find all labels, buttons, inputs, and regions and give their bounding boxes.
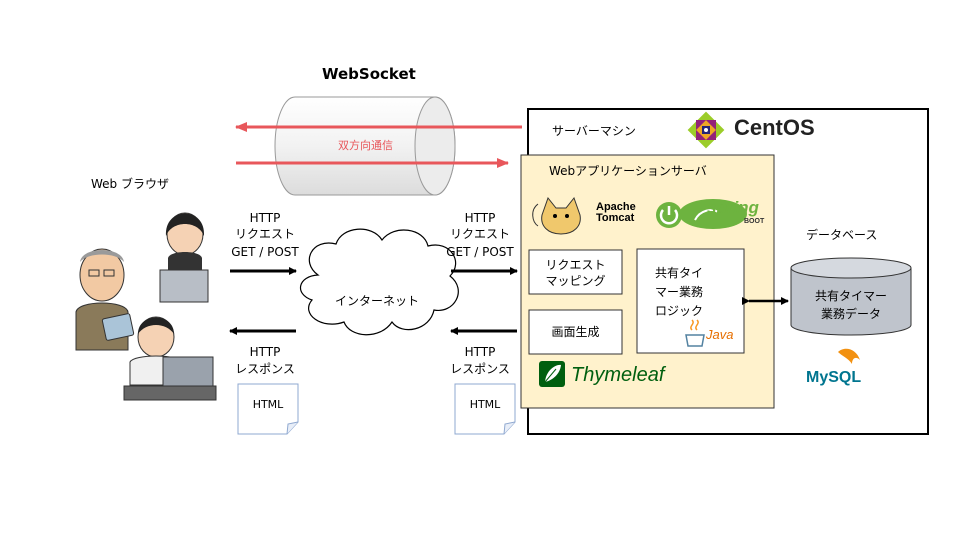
right-request-label: リクエスト: [449, 227, 510, 241]
websocket-title: WebSocket: [322, 65, 416, 83]
screen-generation-box: [528, 309, 623, 355]
right-request-http: HTTP: [464, 211, 496, 225]
java-logo-text: Java: [706, 327, 734, 342]
centos-logo-text: CentOS: [734, 115, 815, 140]
request-mapping-line2: マッピング: [545, 274, 606, 288]
left-response-http: HTTP: [249, 345, 281, 359]
thymeleaf-logo-icon: [539, 361, 565, 387]
man-laptop-illustration: [123, 316, 217, 401]
database-line2: 業務データ: [820, 307, 881, 321]
thymeleaf-logo-text: Thymeleaf: [571, 364, 665, 386]
right-response-http: HTTP: [464, 345, 496, 359]
right-html-label: HTML: [469, 398, 501, 411]
request-mapping-box: [528, 249, 623, 295]
woman-laptop-illustration: [159, 212, 209, 303]
web-browser-label: Web ブラウザ: [91, 177, 169, 191]
java-logo-icon: [685, 319, 705, 347]
left-request-label: リクエスト: [234, 227, 295, 241]
right-request-method: GET / POST: [446, 245, 514, 259]
right-html-document-icon: [454, 383, 516, 435]
elderly-man-tablet-illustration: [75, 248, 135, 351]
spring-logo-icon: [656, 199, 747, 229]
left-response-label: レスポンス: [235, 362, 295, 376]
database-line1: 共有タイマー: [814, 289, 887, 303]
internet-label: インターネット: [334, 294, 419, 308]
tomcat-logo-icon: [532, 196, 581, 235]
logic-line2: マー業務: [655, 285, 704, 299]
database-cylinder: [790, 257, 912, 336]
request-mapping-line1: リクエスト: [545, 258, 606, 272]
screen-generation-label: 画面生成: [551, 325, 600, 339]
logic-line1: 共有タイ: [655, 266, 704, 280]
logic-line3: ロジック: [655, 304, 704, 318]
right-response-label: レスポンス: [450, 362, 510, 376]
centos-logo-icon: [687, 111, 725, 149]
server-machine-label: サーバーマシン: [552, 124, 636, 138]
bidirectional-label: 双方向通信: [338, 139, 393, 152]
spring-logo-text: spring: [707, 198, 759, 217]
app-server-label: Webアプリケーションサーバ: [549, 164, 707, 178]
websocket-pipe: [274, 96, 456, 196]
left-html-document-icon: [237, 383, 299, 435]
internet-cloud: [300, 228, 459, 336]
database-label: データベース: [806, 228, 878, 242]
left-request-http: HTTP: [249, 211, 281, 225]
left-html-label: HTML: [252, 398, 284, 411]
tomcat-line2: Tomcat: [596, 212, 635, 224]
left-request-method: GET / POST: [231, 245, 299, 259]
spring-boot-text: BOOT: [744, 218, 765, 225]
mysql-logo-text: MySQL: [806, 369, 862, 386]
mysql-logo-icon: [838, 348, 860, 364]
tomcat-line1: Apache: [596, 201, 636, 213]
